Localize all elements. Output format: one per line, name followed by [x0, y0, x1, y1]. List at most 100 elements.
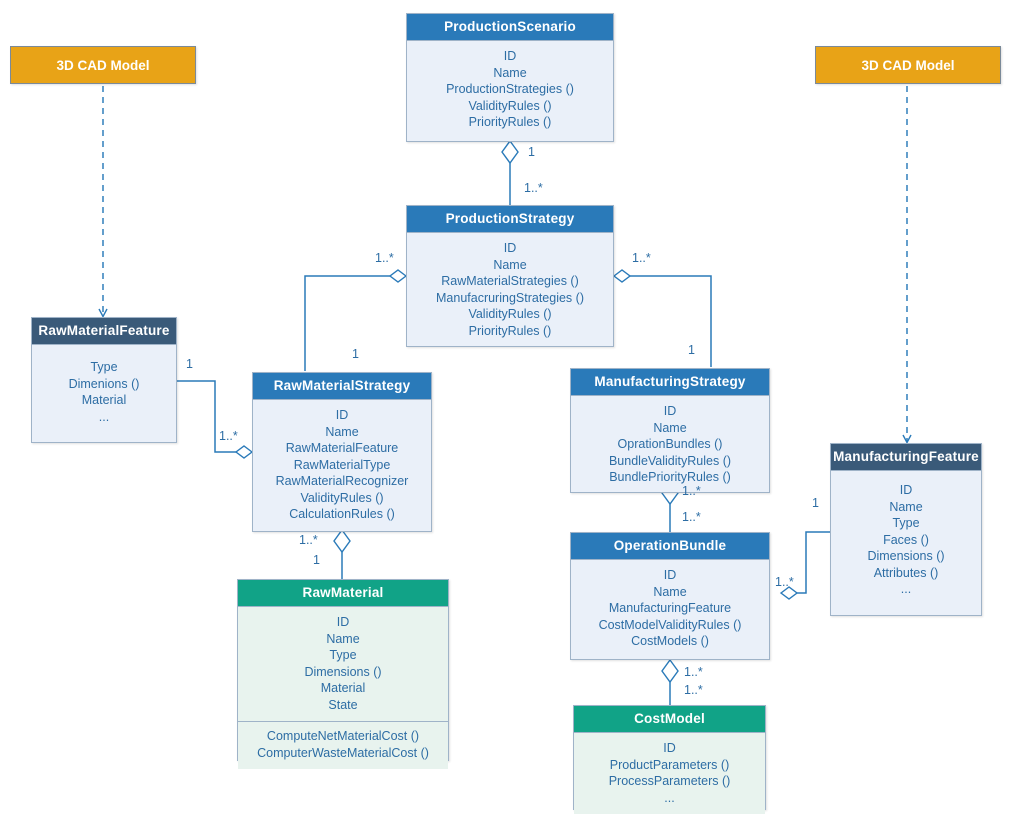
attribute: Type [329, 648, 357, 662]
attribute: CostModelValidityRules () [598, 617, 742, 632]
class-raw-material-feature[interactable]: RawMaterialFeature Type Dimenions () Mat… [31, 317, 177, 443]
multiplicity-scenario-to-strategy-many: 1..* [524, 181, 543, 195]
class-production-scenario[interactable]: ProductionScenario ID Name ProductionStr… [406, 13, 614, 142]
attribute: ProductionStrategies () [446, 82, 574, 96]
multiplicity-strategy-to-manufacturing-one: 1 [688, 343, 695, 357]
attribute: RawMaterialType [293, 457, 391, 472]
attribute: RawMaterialRecognizer [275, 474, 409, 488]
multiplicity-rawmaterialstrategy-many: 1..* [299, 533, 318, 547]
attribute: ValidityRules () [468, 307, 552, 321]
attribute: ManufacruringStrategies () [436, 290, 584, 305]
class-raw-material[interactable]: RawMaterial ID Name Type Dimensions () M… [237, 579, 449, 769]
class-attributes: Type Dimenions () Material ... [32, 345, 176, 433]
attribute: Name [653, 584, 687, 599]
class-title: CostModel [574, 706, 765, 733]
attribute: ... [900, 582, 912, 596]
attribute: Dimenions () [68, 376, 140, 391]
attribute: Name [493, 65, 527, 80]
multiplicity-strategy-to-manufacturing-many: 1..* [632, 251, 651, 265]
class-production-strategy[interactable]: ProductionStrategy ID Name RawMaterialSt… [406, 205, 614, 347]
operation: ComputerWasteMaterialCost () [257, 746, 429, 760]
attribute: BundleValidityRules () [608, 453, 732, 468]
multiplicity-manufacturing-feature-one: 1 [812, 496, 819, 510]
attribute: Name [325, 424, 359, 439]
multiplicity-bundle-to-costmodel-many: 1..* [684, 665, 703, 679]
attribute: Material [81, 393, 127, 407]
class-cost-model[interactable]: CostModel ID ProductParameters () Proces… [573, 705, 766, 814]
class-attributes: ID Name Type Dimensions () Material Stat… [238, 607, 448, 721]
attribute: Material [320, 681, 366, 695]
multiplicity-rawfeature-one: 1 [186, 357, 193, 371]
multiplicity-scenario-to-strategy-one: 1 [528, 145, 535, 159]
attribute: ID [663, 741, 676, 755]
attribute: ID [335, 408, 349, 422]
attribute: State [328, 697, 358, 712]
attribute: CalculationRules () [289, 507, 395, 521]
attribute: Name [889, 499, 923, 514]
attribute: ... [98, 409, 110, 424]
attribute: Name [493, 257, 527, 272]
attribute: ID [663, 404, 677, 418]
class-manufacturing-feature[interactable]: ManufacturingFeature ID Name Type Faces … [830, 443, 982, 616]
attribute: PriorityRules () [468, 115, 552, 129]
attribute: BundlePriorityRules () [609, 470, 731, 484]
multiplicity-strategy-to-rawmaterial-one: 1 [352, 347, 359, 361]
multiplicity-rawmaterial-one: 1 [313, 553, 320, 567]
edge-production-strategy-to-manufacturing-strategy [612, 269, 712, 367]
multiplicity-bundle-to-manufstrategy-many: 1..* [682, 510, 701, 524]
class-attributes: ID Name RawMaterialStrategies () Manufac… [407, 233, 613, 347]
class-title: ProductionScenario [407, 14, 613, 41]
operation: ComputeNetMaterialCost () [266, 729, 420, 743]
edge-raw-material-feature-to-raw-material-strategy [177, 380, 254, 459]
class-title: RawMaterialFeature [32, 318, 176, 345]
artifact-3d-cad-model-left[interactable]: 3D CAD Model [10, 46, 196, 84]
multiplicity-bundle-to-feature-many: 1..* [775, 575, 794, 589]
class-title: OperationBundle [571, 533, 769, 560]
attribute: ProductParameters () [609, 757, 730, 772]
class-operation-bundle[interactable]: OperationBundle ID Name ManufacturingFea… [570, 532, 770, 660]
class-manufacturing-strategy[interactable]: ManufacturingStrategy ID Name OprationBu… [570, 368, 770, 493]
class-title: RawMaterial [238, 580, 448, 607]
class-attributes: ID Name ManufacturingFeature CostModelVa… [571, 560, 769, 658]
attribute: Name [653, 420, 687, 435]
edge-raw-material-strategy-to-raw-material [333, 528, 351, 580]
multiplicity-rawfeature-many: 1..* [219, 429, 238, 443]
attribute: ManufacturingFeature [608, 601, 732, 615]
multiplicity-costmodel-to-bundle-many: 1..* [684, 683, 703, 697]
attribute: Faces () [883, 532, 929, 547]
attribute: Type [90, 360, 118, 374]
class-attributes: ID ProductParameters () ProcessParameter… [574, 733, 765, 814]
class-attributes: ID Name ProductionStrategies () Validity… [407, 41, 613, 139]
attribute: ValidityRules () [468, 98, 552, 113]
class-attributes: ID Name OprationBundles () BundleValidit… [571, 396, 769, 494]
attribute: OprationBundles () [617, 437, 723, 451]
attribute: PriorityRules () [468, 323, 552, 338]
attribute: ID [336, 615, 350, 629]
multiplicity-strategy-to-rawmaterial-many: 1..* [375, 251, 394, 265]
class-operations: ComputeNetMaterialCost () ComputerWasteM… [238, 721, 448, 769]
attribute: RawMaterialStrategies () [441, 274, 579, 288]
edge-operation-bundle-to-cost-model [661, 658, 679, 706]
class-attributes: ID Name RawMaterialFeature RawMaterialTy… [253, 400, 431, 531]
attribute: ID [503, 49, 517, 63]
artifact-label: 3D CAD Model [861, 57, 955, 73]
attribute: RawMaterialFeature [285, 441, 399, 455]
multiplicity-manufstrategy-to-bundle-many: 1..* [682, 484, 701, 498]
attribute: ID [899, 483, 913, 497]
attribute: ProcessParameters () [608, 774, 731, 788]
attribute: ValidityRules () [300, 490, 384, 505]
artifact-3d-cad-model-right[interactable]: 3D CAD Model [815, 46, 1001, 84]
attribute: Dimensions () [304, 664, 382, 679]
attribute: Attributes () [873, 565, 939, 580]
attribute: Name [326, 631, 360, 646]
attribute: Dimensions () [867, 549, 945, 563]
class-title: ProductionStrategy [407, 206, 613, 233]
artifact-label: 3D CAD Model [56, 57, 150, 73]
edge-production-scenario-to-production-strategy [501, 139, 519, 206]
attribute: ID [503, 241, 517, 255]
class-title: ManufacturingStrategy [571, 369, 769, 396]
class-title: ManufacturingFeature [831, 444, 981, 471]
class-raw-material-strategy[interactable]: RawMaterialStrategy ID Name RawMaterialF… [252, 372, 432, 532]
attribute: CostModels () [631, 634, 709, 648]
